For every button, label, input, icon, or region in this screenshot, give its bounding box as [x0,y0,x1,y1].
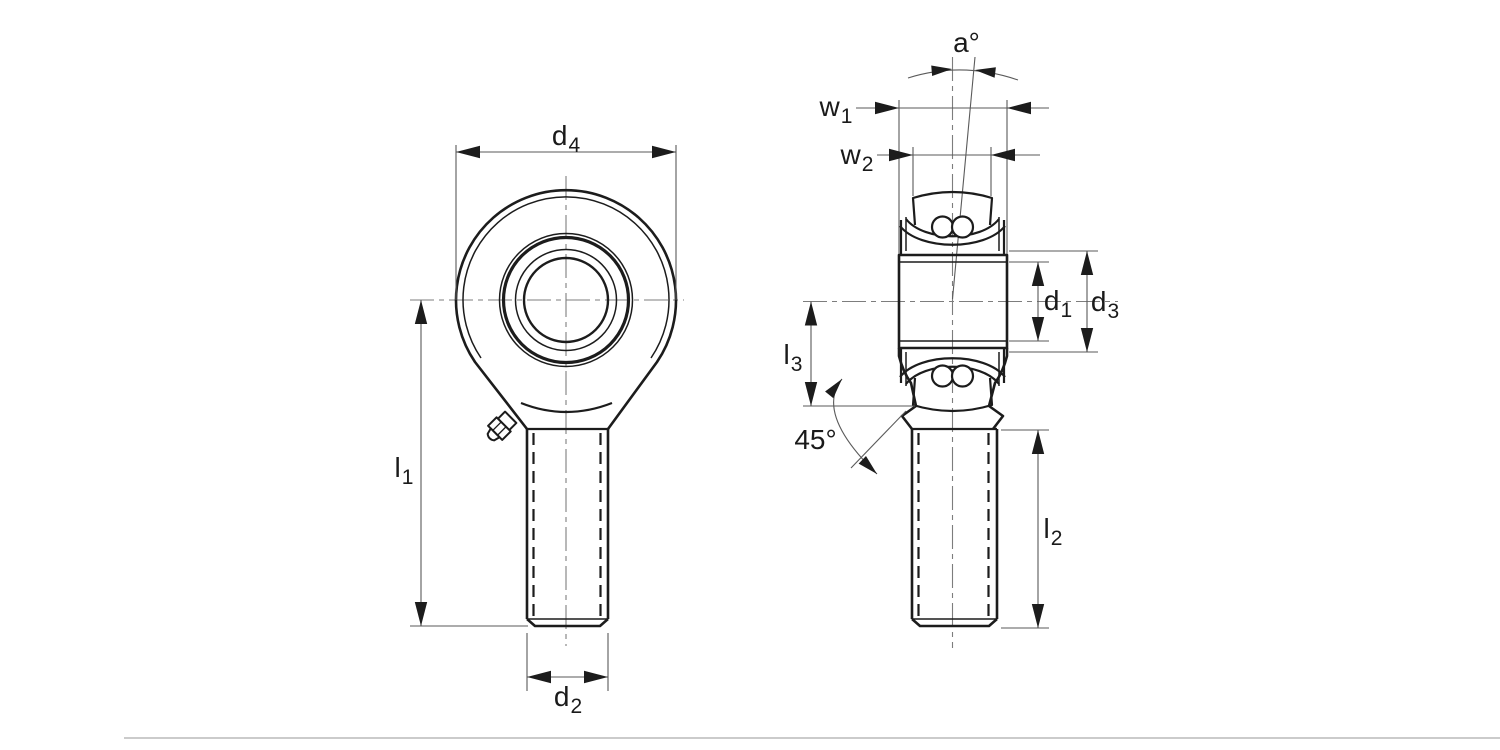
a-misalignment-line [951,56,976,300]
raceway-bottom-curve-2 [899,357,1006,378]
d4-arrow-right [652,145,676,159]
label-d1: d1 [1043,285,1072,322]
label-d2: d2 [553,681,582,718]
dim-45deg [825,375,907,478]
label-l1: l1 [394,452,414,489]
grease-fitting-facets [492,421,507,436]
label-w2: w2 [840,139,874,176]
ball-bottom-left [930,364,955,388]
w1-arrow-left [875,101,899,115]
label-w2-base: w [840,139,861,170]
d4-arrow-left [456,145,480,159]
dim-d3 [1009,250,1098,353]
label-45deg: 45° [794,426,837,454]
label-l1-base: l [394,452,401,483]
neck-left-profile [897,348,918,430]
label-w1-sub: 1 [840,105,853,128]
label-d2-base: d [553,681,570,712]
l1-arrow-top [414,300,428,324]
bore-circle [522,256,610,344]
d1-arrow-bottom [1031,317,1045,341]
front-view [410,145,684,691]
label-d3: d3 [1090,286,1119,323]
dim-w2 [877,147,1040,196]
w2-arrow-left [889,148,913,162]
head-inner-contour [462,196,670,359]
a-arrow-left [931,63,953,77]
label-d4-sub: 4 [568,134,581,157]
raceway-circle [501,235,631,365]
bottom-divider [124,737,1500,739]
l3-arrow-bottom [804,382,818,406]
l2-arrow-top [1031,430,1045,454]
label-w1: w1 [819,91,853,128]
ball-top-right [950,215,975,239]
label-l3: l3 [783,339,803,376]
label-l2-sub: 2 [1050,527,1063,550]
label-d3-sub: 3 [1107,300,1120,323]
label-l2: l2 [1043,513,1063,550]
grease-fitting [486,410,518,442]
label-w1-base: w [819,91,840,122]
a-dimension-arc [907,69,1019,81]
d3-arrow-bottom [1080,328,1094,352]
raceway-top-curve-2 [899,225,1006,246]
dim-l3 [803,301,915,407]
side-view [803,56,1118,648]
l3-arrow-top [804,301,818,326]
housing-section [897,253,1009,350]
label-d2-sub: 2 [570,695,583,718]
label-l3-sub: 3 [790,353,803,376]
inner-ring-top [911,190,994,226]
head-bottom-arc [520,401,613,414]
d2-arrow-right [584,670,608,684]
dim-l1 [410,300,528,627]
label-d1-base: d [1043,285,1060,316]
shank-bottom-edge [911,618,998,628]
l1-arrow-bottom [414,602,428,626]
label-d4-base: d [551,120,568,151]
sphere-edge-circle [514,248,618,352]
dim-l2 [1001,429,1049,629]
dim-d1 [1009,261,1049,342]
angle-45-arrow-bottom [858,456,881,478]
dim-d4 [455,145,677,300]
l2-arrow-bottom [1031,604,1045,628]
label-l1-sub: 1 [401,466,414,489]
w2-arrow-right [991,148,1015,162]
dim-a [907,56,1019,300]
label-d4: d4 [551,120,580,157]
label-l3-base: l [783,339,790,370]
grease-fitting-hex [487,416,512,441]
label-d1-sub: 1 [1060,299,1073,322]
outer-ring-circle [498,232,634,368]
shank-bottom-edge [526,618,609,628]
label-d3-base: d [1090,286,1107,317]
d2-arrow-left [527,670,551,684]
w1-arrow-right [1007,101,1031,115]
angle-45-arrow-top [825,375,847,399]
label-w2-sub: 2 [861,153,874,176]
neck-right-profile [987,348,1009,430]
ball-bottom-right [950,364,975,388]
side-view-part [897,190,1009,628]
d3-arrow-top [1080,251,1094,275]
ball-top-left [930,215,955,239]
raceway-top-curve-1 [905,218,1000,238]
chamfer-leader-line [850,410,907,469]
d1-arrow-top [1031,262,1045,286]
label-a-deg: a° [953,29,981,57]
dim-w1 [856,100,1049,254]
label-45deg-base: 45° [794,424,837,455]
grease-fitting-tip [486,427,501,442]
angle-45-arc [833,378,878,475]
dim-d2 [526,633,609,691]
raceway-bottom-curve-1 [905,365,1000,385]
label-a-deg-base: a° [953,27,980,58]
label-l2-base: l [1043,513,1050,544]
